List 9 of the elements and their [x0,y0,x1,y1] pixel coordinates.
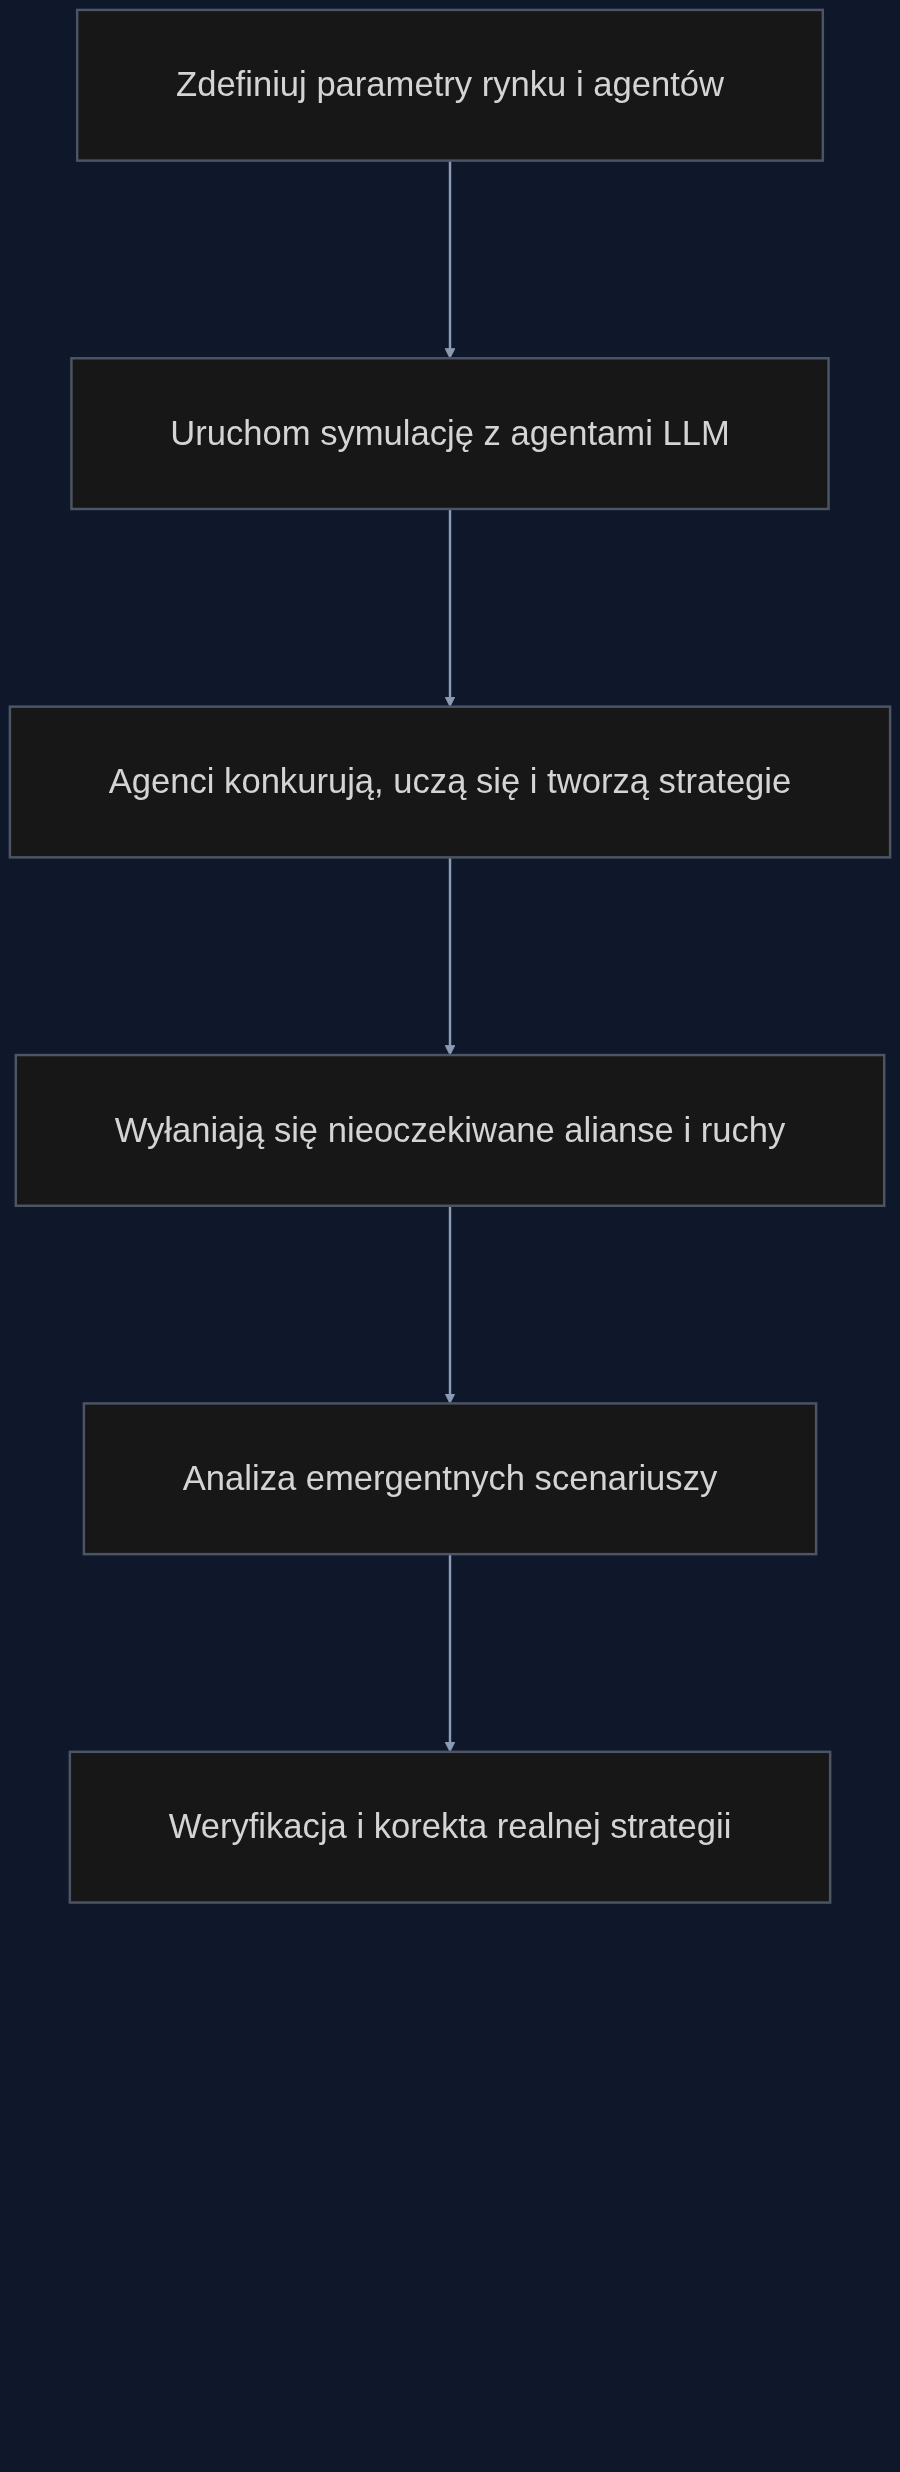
node-box: Agenci konkurują, uczą się i tworzą strategie [8,705,892,859]
node-box: Weryfikacja i korekta realnej strategii [68,1750,832,1904]
node-box: Wyłaniają się nieoczekiwane alianse i ruchy [14,1053,886,1207]
arrow [444,857,456,1056]
node-box: Uruchom symulację z agentami LLM [70,357,830,511]
node-box: Analiza emergentnych scenariuszy [82,1402,818,1556]
node-box: Zdefiniuj parametry rynku i agentów [75,8,825,162]
arrow [444,160,456,359]
arrow [444,1205,456,1404]
